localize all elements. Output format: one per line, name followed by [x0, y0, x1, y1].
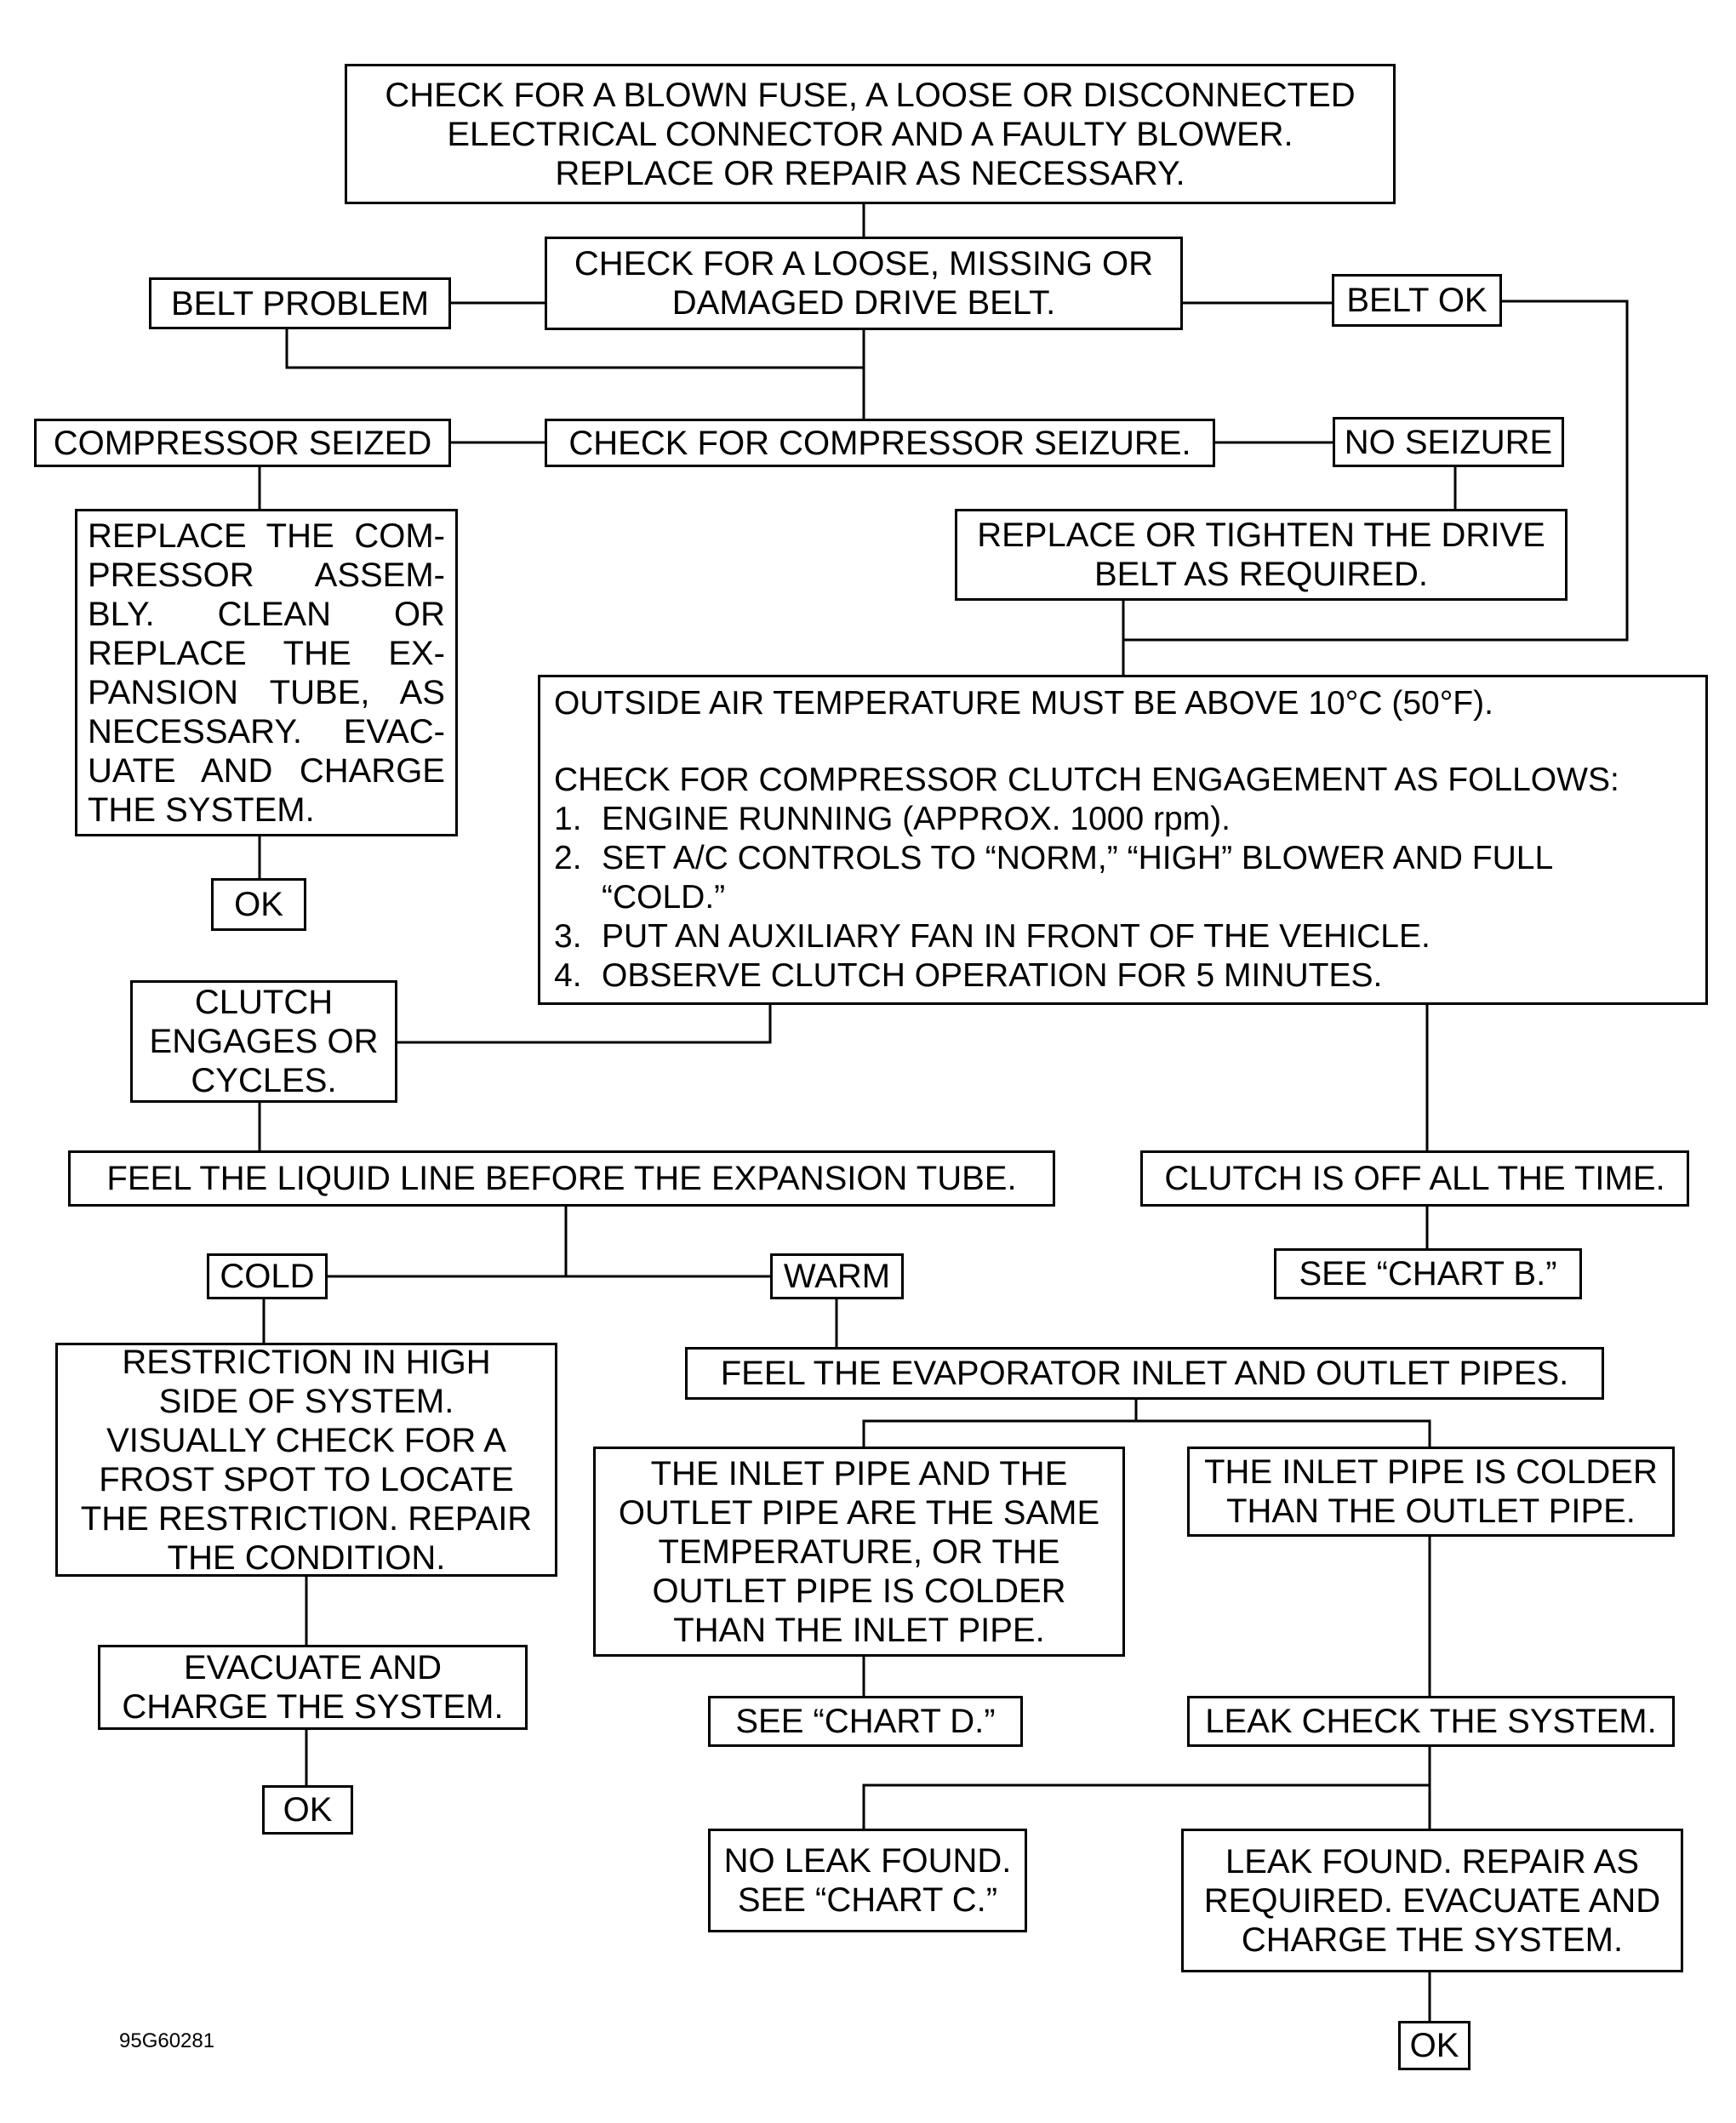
ok-label-1: OK — [234, 886, 283, 923]
restriction-line-3: VISUALLY CHECK FOR A — [106, 1421, 506, 1459]
check-blown-fuse-line-2: ELECTRICAL CONNECTOR AND A FAULTY BLOWER… — [447, 115, 1293, 153]
clutch-step-4-number: 4. — [554, 957, 582, 994]
no-seizure-box: NO SEIZURE — [1333, 417, 1564, 467]
inlet-colder-line-2: THAN THE OUTLET PIPE. — [1226, 1492, 1636, 1530]
replace-compressor-line-8: THE SYSTEM. — [88, 790, 315, 829]
no-leak-line-1: NO LEAK FOUND. — [723, 1842, 1012, 1880]
check-compressor-seizure-label: CHECK FOR COMPRESSOR SEIZURE. — [568, 424, 1191, 462]
clutch-step-2-text-line-2: “COLD.” — [602, 879, 726, 916]
feel-liquid-line-box: FEEL THE LIQUID LINE BEFORE THE EXPANSIO… — [68, 1150, 1055, 1207]
see-chart-d-box: SEE “CHART D.” — [708, 1696, 1023, 1747]
check-drive-belt-line-1: CHECK FOR A LOOSE, MISSING OR — [574, 245, 1154, 282]
leak-found-line-1: LEAK FOUND. REPAIR AS — [1225, 1842, 1640, 1880]
restriction-line-4: FROST SPOT TO LOCATE — [99, 1460, 514, 1498]
leak-found-line-2: REQUIRED. EVACUATE AND — [1203, 1881, 1661, 1920]
belt-ok-box: BELT OK — [1332, 274, 1502, 327]
same-temperature-box: THE INLET PIPE AND THE OUTLET PIPE ARE T… — [593, 1447, 1125, 1657]
replace-drive-belt-line-2: BELT AS REQUIRED. — [1094, 556, 1428, 593]
same-temperature-line-1: THE INLET PIPE AND THE — [650, 1454, 1068, 1492]
replace-compressor-line-4: REPLACE THE EX- — [88, 634, 445, 672]
evacuate-charge-line-2: CHARGE THE SYSTEM. — [122, 1688, 504, 1726]
ok-label-2: OK — [283, 1791, 333, 1829]
replace-drive-belt-line-1: REPLACE OR TIGHTEN THE DRIVE — [977, 516, 1545, 554]
ok-box-3: OK — [1398, 2021, 1470, 2070]
clutch-step-3-number: 3. — [554, 918, 582, 955]
clutch-check-heading: CHECK FOR COMPRESSOR CLUTCH ENGAGEMENT A… — [554, 762, 1619, 798]
feel-evaporator-box: FEEL THE EVAPORATOR INLET AND OUTLET PIP… — [685, 1347, 1604, 1400]
clutch-step-1: 1. ENGINE RUNNING (APPROX. 1000 rpm). — [554, 800, 1231, 839]
same-temperature-line-5: THAN THE INLET PIPE. — [673, 1611, 1045, 1649]
clutch-step-4-text: OBSERVE CLUTCH OPERATION FOR 5 MINUTES. — [602, 957, 1383, 994]
check-drive-belt-box: CHECK FOR A LOOSE, MISSING OR DAMAGED DR… — [545, 237, 1183, 330]
leak-check-label: LEAK CHECK THE SYSTEM. — [1205, 1703, 1657, 1740]
warm-box: WARM — [770, 1253, 904, 1299]
compressor-seized-box: COMPRESSOR SEIZED — [34, 419, 451, 467]
leak-found-box: LEAK FOUND. REPAIR AS REQUIRED. EVACUATE… — [1181, 1829, 1683, 1972]
restriction-box: RESTRICTION IN HIGH SIDE OF SYSTEM. VISU… — [55, 1343, 557, 1577]
inlet-colder-box: THE INLET PIPE IS COLDER THAN THE OUTLET… — [1187, 1447, 1675, 1537]
replace-compressor-box: REPLACE THE COM- PRESSOR ASSEM- BLY. CLE… — [75, 509, 458, 836]
cold-label: COLD — [220, 1258, 315, 1295]
clutch-engages-box: CLUTCH ENGAGES OR CYCLES. — [130, 980, 397, 1103]
check-blown-fuse-line-3: REPLACE OR REPAIR AS NECESSARY. — [555, 154, 1185, 192]
evacuate-charge-line-1: EVACUATE AND — [183, 1649, 443, 1686]
ok-label-3: OK — [1409, 2027, 1459, 2064]
evacuate-charge-box: EVACUATE AND CHARGE THE SYSTEM. — [98, 1645, 528, 1730]
no-leak-line-2: SEE “CHART C.” — [737, 1881, 998, 1919]
belt-problem-box: BELT PROBLEM — [149, 277, 451, 329]
no-seizure-label: NO SEIZURE — [1344, 423, 1553, 461]
check-drive-belt-line-2: DAMAGED DRIVE BELT. — [671, 284, 1056, 322]
compressor-seized-label: COMPRESSOR SEIZED — [53, 424, 432, 462]
ok-box-1: OK — [211, 878, 306, 931]
clutch-step-3-text: PUT AN AUXILIARY FAN IN FRONT OF THE VEH… — [602, 918, 1430, 955]
replace-compressor-line-3: BLY. CLEAN OR — [88, 595, 445, 633]
figure-code: 95G60281 — [119, 2029, 215, 2052]
cold-box: COLD — [207, 1253, 328, 1299]
no-leak-box: NO LEAK FOUND. SEE “CHART C.” — [708, 1829, 1027, 1932]
clutch-step-2-number: 2. — [554, 840, 582, 876]
see-chart-d-label: SEE “CHART D.” — [735, 1703, 996, 1740]
belt-problem-label: BELT PROBLEM — [170, 284, 430, 322]
leak-found-line-3: CHARGE THE SYSTEM. — [1241, 1920, 1624, 1959]
see-chart-b-box: SEE “CHART B.” — [1274, 1248, 1582, 1299]
ok-box-2: OK — [262, 1785, 353, 1835]
belt-ok-label: BELT OK — [1346, 282, 1488, 319]
clutch-engages-line-3: CYCLES. — [191, 1062, 337, 1099]
check-blown-fuse-box: CHECK FOR A BLOWN FUSE, A LOOSE OR DISCO… — [345, 64, 1396, 204]
feel-evaporator-label: FEEL THE EVAPORATOR INLET AND OUTLET PIP… — [720, 1355, 1569, 1392]
restriction-line-5: THE RESTRICTION. REPAIR — [80, 1499, 533, 1538]
feel-liquid-line-label: FEEL THE LIQUID LINE BEFORE THE EXPANSIO… — [106, 1160, 1017, 1197]
clutch-engages-line-1: CLUTCH — [194, 984, 334, 1021]
restriction-line-6: THE CONDITION. — [167, 1538, 446, 1577]
replace-compressor-line-6: NECESSARY. EVAC- — [88, 712, 445, 750]
warm-label: WARM — [783, 1258, 891, 1295]
same-temperature-line-4: OUTLET PIPE IS COLDER — [652, 1572, 1066, 1610]
replace-drive-belt-box: REPLACE OR TIGHTEN THE DRIVE BELT AS REQ… — [955, 509, 1568, 601]
check-compressor-seizure-box: CHECK FOR COMPRESSOR SEIZURE. — [545, 419, 1215, 467]
leak-check-box: LEAK CHECK THE SYSTEM. — [1187, 1696, 1675, 1747]
see-chart-b-label: SEE “CHART B.” — [1299, 1255, 1557, 1293]
restriction-line-2: SIDE OF SYSTEM. — [158, 1382, 454, 1420]
clutch-step-1-number: 1. — [554, 801, 582, 837]
clutch-step-3: 3. PUT AN AUXILIARY FAN IN FRONT OF THE … — [554, 917, 1430, 956]
replace-compressor-line-5: PANSION TUBE, AS — [88, 673, 445, 711]
clutch-step-4: 4. OBSERVE CLUTCH OPERATION FOR 5 MINUTE… — [554, 956, 1382, 996]
replace-compressor-line-2: PRESSOR ASSEM- — [88, 556, 445, 594]
air-temperature-note: OUTSIDE AIR TEMPERATURE MUST BE ABOVE 10… — [554, 685, 1493, 722]
clutch-engagement-check-box: OUTSIDE AIR TEMPERATURE MUST BE ABOVE 10… — [538, 675, 1708, 1005]
restriction-line-1: RESTRICTION IN HIGH — [122, 1343, 491, 1381]
clutch-off-box: CLUTCH IS OFF ALL THE TIME. — [1140, 1150, 1689, 1207]
same-temperature-line-2: OUTLET PIPE ARE THE SAME — [618, 1493, 1100, 1532]
clutch-step-2: 2. SET A/C CONTROLS TO “NORM,” “HIGH” BL… — [554, 839, 1553, 917]
replace-compressor-line-7: UATE AND CHARGE — [88, 751, 445, 790]
same-temperature-line-3: TEMPERATURE, OR THE — [658, 1532, 1060, 1571]
clutch-step-2-text-line-1: SET A/C CONTROLS TO “NORM,” “HIGH” BLOWE… — [602, 840, 1554, 876]
inlet-colder-line-1: THE INLET PIPE IS COLDER — [1204, 1453, 1658, 1491]
clutch-engages-line-2: ENGAGES OR — [149, 1023, 379, 1060]
clutch-off-label: CLUTCH IS OFF ALL THE TIME. — [1164, 1160, 1665, 1197]
clutch-step-1-text: ENGINE RUNNING (APPROX. 1000 rpm). — [602, 801, 1231, 837]
replace-compressor-line-1: REPLACE THE COM- — [88, 516, 445, 555]
check-blown-fuse-line-1: CHECK FOR A BLOWN FUSE, A LOOSE OR DISCO… — [385, 76, 1356, 114]
